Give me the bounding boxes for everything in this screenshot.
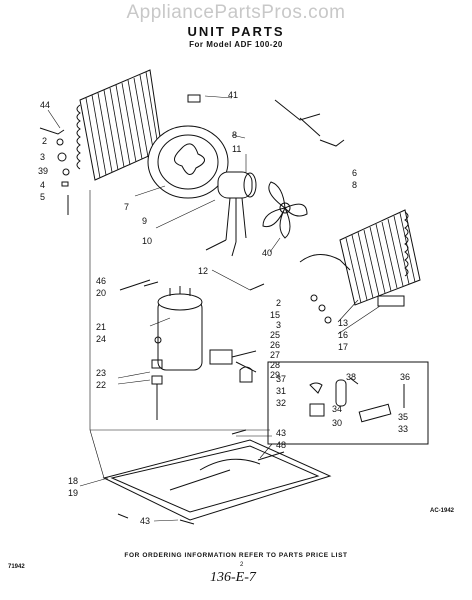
condenser-coil	[76, 69, 163, 181]
callout-28: 28	[270, 360, 280, 370]
refrigerant-tubing	[249, 254, 351, 324]
terminal-cover	[209, 349, 257, 383]
callout-32: 32	[276, 398, 286, 408]
callout-9: 9	[142, 216, 147, 226]
watermark: AppliancePartsPros.com	[126, 2, 346, 23]
callout-15: 15	[270, 310, 280, 320]
brackets	[187, 94, 345, 147]
callout-34: 34	[332, 404, 342, 414]
callout-46: 46	[96, 276, 106, 286]
base-pan	[102, 429, 332, 525]
callout-13: 13	[338, 318, 348, 328]
drawing-code: AC-1942	[430, 508, 455, 514]
callout-41: 41	[228, 90, 238, 100]
fan-motor	[205, 171, 257, 257]
page-number: 136-E-7	[210, 570, 256, 585]
callout-17: 17	[338, 342, 348, 352]
callout-4: 4	[40, 180, 45, 190]
callout-27: 27	[270, 350, 280, 360]
callout-31: 31	[276, 386, 286, 396]
controls-inset	[267, 361, 429, 445]
fan-shroud	[147, 125, 229, 199]
callout-37: 37	[276, 374, 286, 384]
ordering-note: FOR ORDERING INFORMATION REFER TO PARTS …	[124, 552, 348, 559]
callout-3b: 3	[276, 320, 281, 330]
callout-48: 48	[276, 440, 286, 450]
callout-33: 33	[398, 424, 408, 434]
callout-6: 6	[352, 168, 357, 178]
condenser-fasteners	[39, 127, 70, 215]
callout-35: 35	[398, 412, 408, 422]
callout-39: 39	[38, 166, 48, 176]
callout-29: 29	[270, 370, 280, 380]
page-number-small: 2	[240, 562, 244, 568]
callout-20: 20	[96, 288, 106, 298]
callout-2b: 2	[276, 298, 281, 308]
callout-10: 10	[142, 236, 152, 246]
compressor	[119, 279, 203, 420]
callout-40: 40	[262, 248, 272, 258]
document-number: 71942	[8, 564, 25, 570]
callout-36: 36	[400, 372, 410, 382]
callout-24: 24	[96, 334, 106, 344]
callout-18: 18	[68, 476, 78, 486]
callout-12: 12	[198, 266, 208, 276]
callout-16: 16	[338, 330, 348, 340]
diagram-subtitle: For Model ADF 100-20	[189, 40, 283, 49]
callout-43b: 43	[140, 516, 150, 526]
callout-5: 5	[40, 192, 45, 202]
callout-7: 7	[124, 202, 129, 212]
callout-11: 11	[232, 144, 241, 154]
callout-43: 43	[276, 428, 286, 438]
diagram-title: UNIT PARTS	[187, 24, 285, 39]
callout-23: 23	[96, 368, 106, 378]
callout-38: 38	[346, 372, 356, 382]
callout-30: 30	[332, 418, 342, 428]
callout-22: 22	[96, 380, 106, 390]
callout-25: 25	[270, 330, 280, 340]
callout-44: 44	[40, 100, 50, 110]
evaporator-coil	[339, 209, 421, 307]
callout-8b: 8	[352, 180, 357, 190]
callout-26: 26	[270, 340, 280, 350]
callout-19: 19	[68, 488, 78, 498]
callout-2: 2	[42, 136, 47, 146]
callout-8: 8	[232, 130, 237, 140]
callout-labels: 44 2 3 39 4 5 41 8 11 6 8 7 9 10 40 12 4…	[38, 90, 410, 526]
blower-fan	[262, 181, 308, 239]
callout-3: 3	[40, 152, 45, 162]
callout-21: 21	[96, 322, 106, 332]
